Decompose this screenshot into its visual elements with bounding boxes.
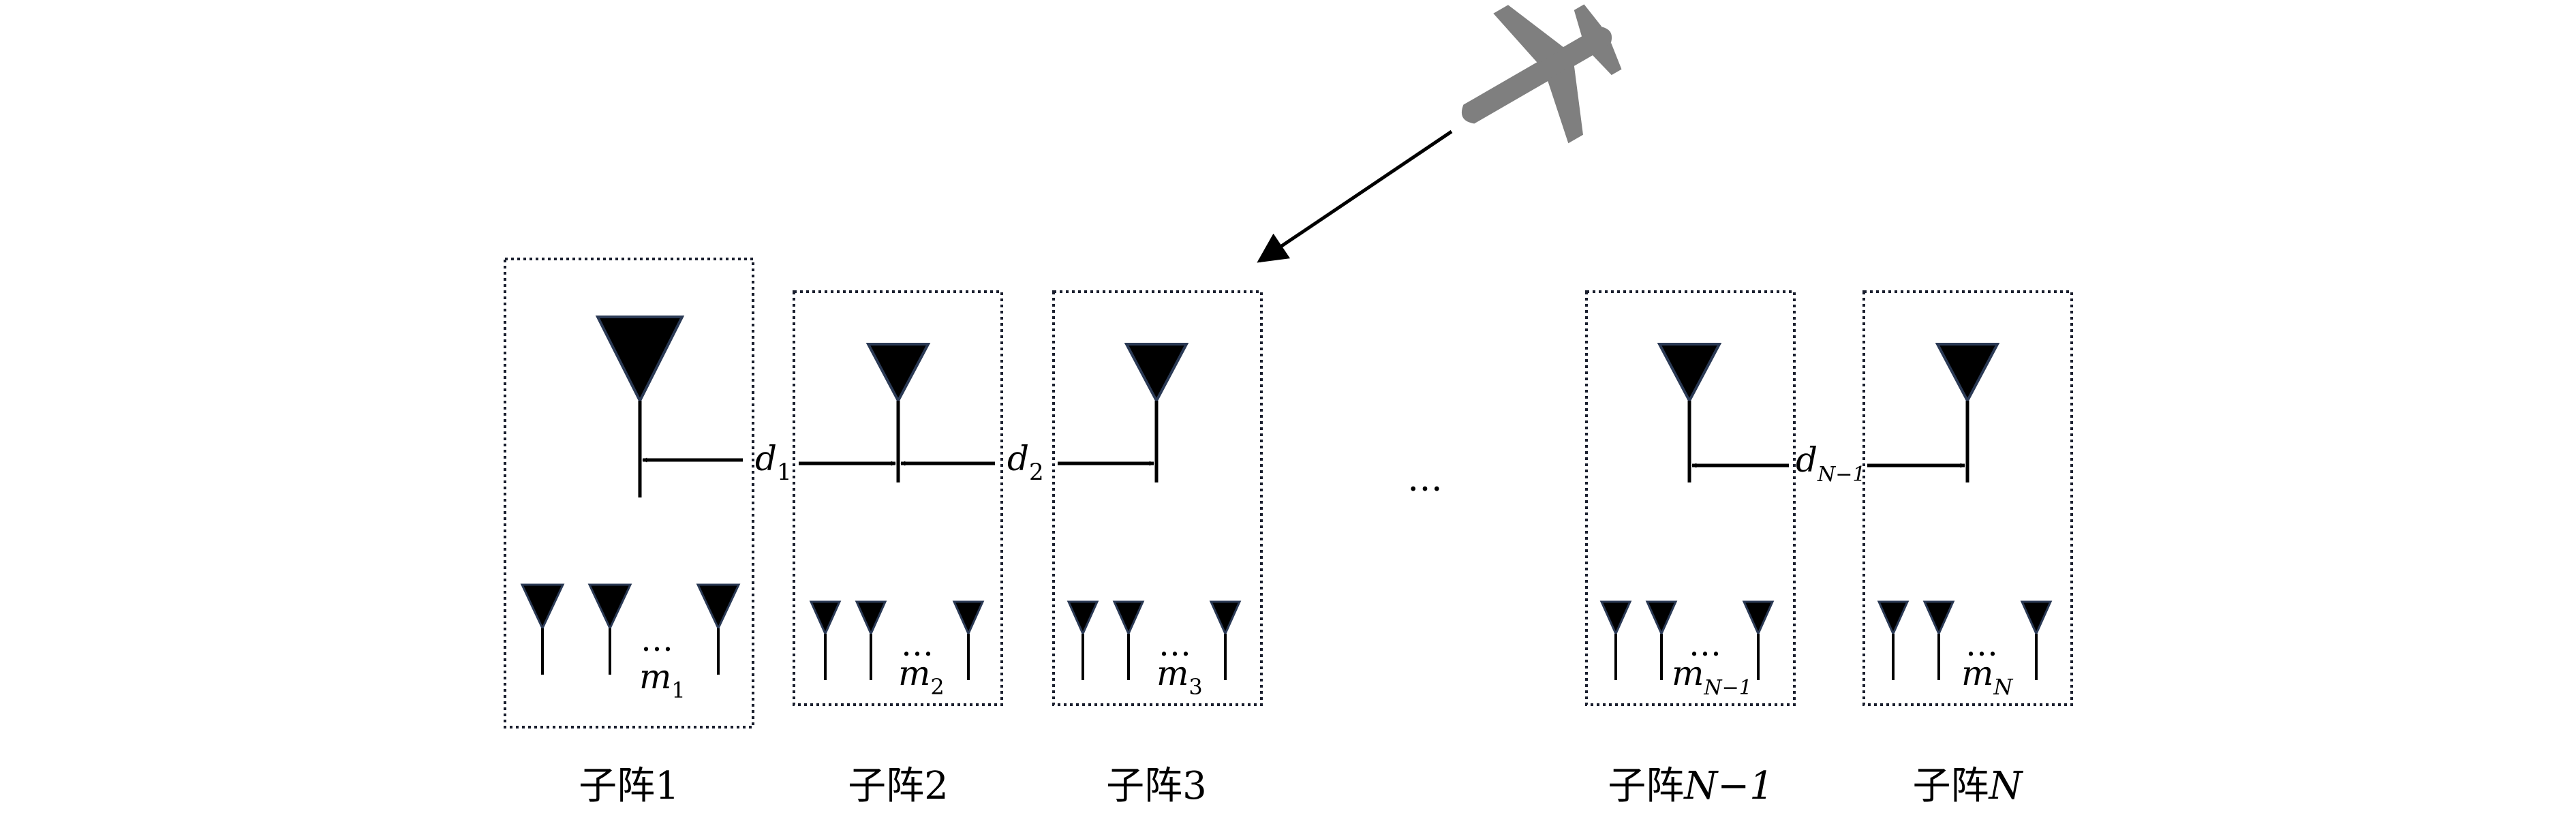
airplane-wing-lower [1547,64,1583,144]
subarray-box-1 [504,258,754,728]
antenna-icon [587,583,632,675]
antenna-icon [1124,343,1189,482]
element-ellipsis: … [1159,626,1191,664]
subarray-box-2 [793,290,1003,706]
antenna-icon [520,583,565,675]
antenna-icon [696,583,741,675]
subarray-box-n [1862,290,2073,706]
antenna-icon [1599,600,1632,680]
antenna-icon [855,600,887,680]
element-ellipsis: … [641,621,673,659]
antenna-icon [1742,600,1775,680]
antenna-icon [1877,600,1910,680]
airplane-icon [1461,4,1622,144]
subarray-box-3 [1052,290,1263,706]
antenna-icon [1645,600,1678,680]
airplane-wing-upper [1493,5,1565,63]
element-count-m3: m3 [1156,654,1203,700]
antenna-icon [1209,600,1242,680]
airplane-tail-lower [1591,43,1622,76]
subarray-caption-2: 子阵2 [848,764,949,808]
spacing-label-d1: d1 [755,439,792,486]
element-ellipsis: … [1965,626,1998,664]
spacing-label-d2: d2 [1007,439,1044,486]
element-ellipsis: … [1689,626,1721,664]
subarray-box-n-minus-1 [1585,290,1796,706]
antenna-icon [1067,600,1099,680]
antenna-icon [809,600,842,680]
incoming-signal-arrow [1257,129,1453,263]
element-count-m1: m1 [639,657,686,703]
antenna-icon [1935,343,2000,482]
element-ellipsis: … [901,626,934,664]
antenna-icon [1657,343,1722,482]
subarray-caption-n-minus-1: 子阵N−1 [1608,764,1774,808]
antenna-icon [2020,600,2053,680]
antenna-icon [1112,600,1145,680]
antenna-icon [1922,600,1955,680]
antenna-icon [865,343,931,482]
element-count-mn: mN [1961,654,2013,700]
element-count-m2: m2 [898,654,945,700]
antenna-icon [595,316,685,497]
subarray-caption-3: 子阵3 [1106,764,1207,808]
subarray-ellipsis: … [1407,459,1443,500]
antenna-icon [952,600,985,680]
airplane-body [1461,26,1612,124]
subarray-caption-n: 子阵N [1913,764,2024,808]
element-count-mn-minus-1: mN−1 [1672,654,1752,700]
airplane-tail-upper [1574,4,1602,38]
subarray-caption-1: 子阵1 [579,764,679,808]
spacing-label-dn-minus-1: dN−1 [1796,440,1866,487]
